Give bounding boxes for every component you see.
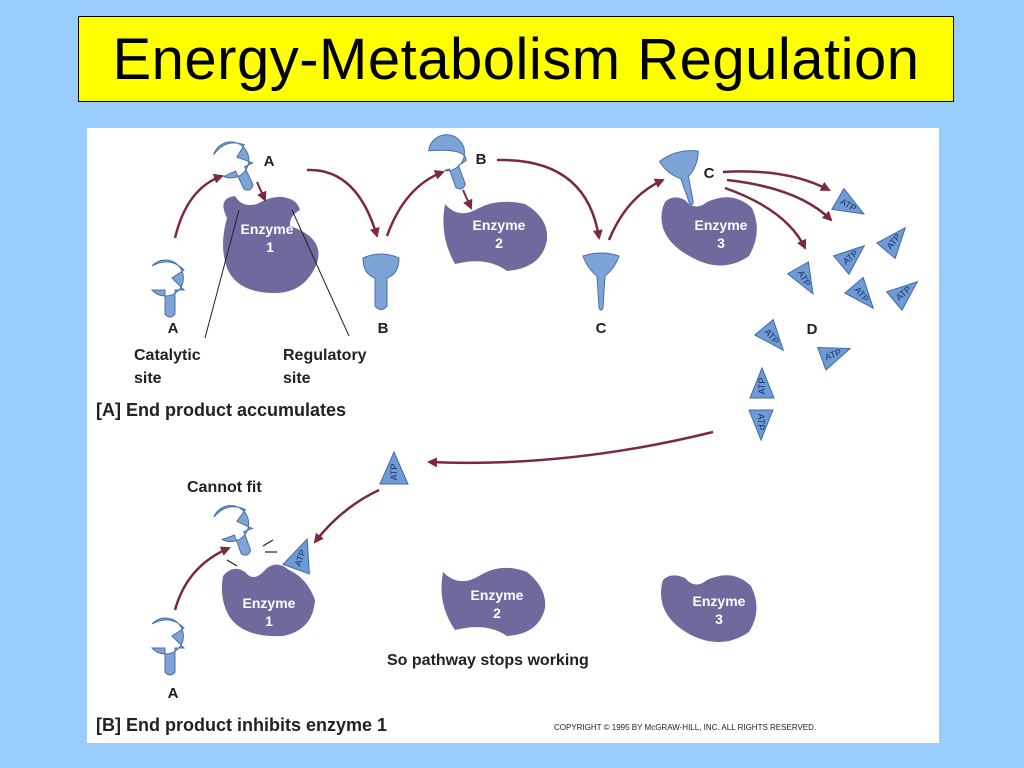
svg-text:ATP: ATP: [389, 464, 399, 481]
cannot-fit-mark: [262, 539, 274, 547]
arrow-enzyme2-to-c: [496, 158, 603, 240]
atp-icon: ATP: [885, 280, 919, 312]
substrate-c-top: [658, 150, 699, 206]
atp-feedback: ATP: [379, 450, 409, 485]
label-d: D: [807, 321, 818, 338]
label-c-top: C: [704, 165, 715, 182]
substrate-a-top: [213, 141, 255, 191]
caption-a: [A] End product accumulates: [96, 400, 346, 420]
cannot-fit-label: Cannot fit: [187, 479, 262, 496]
atp-icon: ATP: [831, 187, 866, 215]
enzyme1-b-label: Enzyme: [243, 595, 296, 611]
arrow-atp-to-enzyme1: [313, 488, 380, 544]
atp-icon: ATP: [748, 409, 774, 442]
enzyme-2-idle: Enzyme 2: [441, 567, 546, 636]
label-b-bottom: B: [378, 320, 389, 337]
enzyme3-b-number: 3: [715, 611, 723, 627]
enzyme3-b-label: Enzyme: [693, 593, 746, 609]
atp-icon: ATP: [875, 226, 907, 260]
diagram-panel: Enzyme 1 A A B Catalytic site Regulatory…: [87, 128, 939, 743]
title-box: Energy-Metabolism Regulation: [78, 16, 954, 102]
enzyme-2: Enzyme 2: [443, 201, 548, 271]
atp-icon: ATP: [832, 244, 866, 276]
pathway-stops-label: So pathway stops working: [387, 652, 589, 669]
catalytic-site-line2: site: [134, 370, 162, 387]
substrate-a-b-molecule: [150, 617, 186, 676]
atp-bound-regulatory: ATP: [282, 537, 310, 575]
enzyme-1-inhibited: Enzyme 1: [221, 564, 315, 637]
atp-icon: ATP: [843, 276, 875, 310]
arrow-a-to-enzyme1: [173, 173, 224, 239]
atp-icon: ATP: [786, 261, 814, 296]
enzyme1-number: 1: [266, 239, 274, 255]
enzyme-3-idle: Enzyme 3: [661, 575, 757, 643]
regulatory-pointer: [291, 209, 350, 337]
arrow-c-to-atp-3: [724, 186, 807, 250]
catalytic-pointer: [204, 209, 240, 339]
arrow-b-to-enzyme2: [385, 170, 445, 237]
substrate-c-molecule: [582, 252, 620, 311]
svg-text:ATP: ATP: [756, 414, 766, 431]
label-a-top: A: [264, 153, 275, 170]
enzyme-1: Enzyme 1: [223, 196, 319, 293]
atp-cluster: ATP ATP ATP ATP ATP ATP: [786, 187, 919, 312]
enzyme2-label: Enzyme: [473, 217, 526, 233]
substrate-a-molecule: [150, 259, 186, 318]
atp-d-group: ATP ATP ATP ATP: [748, 318, 852, 442]
label-a-bottom: A: [168, 320, 179, 337]
caption-b: [B] End product inhibits enzyme 1: [96, 715, 387, 735]
enzyme2-b-label: Enzyme: [471, 587, 524, 603]
arrow-c-to-atp-1: [722, 170, 831, 192]
slide-title: Energy-Metabolism Regulation: [112, 26, 920, 92]
arrow-a-to-enzyme1-b: [173, 546, 231, 611]
atp-icon: ATP: [749, 366, 775, 399]
arrow-a-binding: [256, 181, 267, 202]
atp-icon: ATP: [817, 346, 852, 371]
regulatory-site-line1: Regulatory: [283, 347, 367, 364]
arrow-c-to-atp-2: [726, 178, 833, 222]
atp-icon: ATP: [753, 318, 785, 352]
enzyme1-label: Enzyme: [241, 221, 294, 237]
regulatory-site-line2: site: [283, 370, 311, 387]
enzyme3-label: Enzyme: [695, 217, 748, 233]
catalytic-site-line1: Catalytic: [134, 347, 201, 364]
enzyme1-b-number: 1: [265, 613, 273, 629]
arrow-b-binding: [462, 189, 473, 210]
copyright-notice: COPYRIGHT © 1995 BY McGRAW-HILL, INC. AL…: [554, 723, 816, 732]
enzyme2-b-number: 2: [493, 605, 501, 621]
arrow-enzyme1-to-b: [306, 168, 380, 238]
substrate-b-molecule: [362, 253, 400, 310]
enzyme-3: Enzyme 3: [661, 197, 757, 266]
substrate-a-blocked: [213, 505, 254, 556]
enzyme2-number: 2: [495, 235, 503, 251]
label-b-top: B: [476, 151, 487, 168]
cannot-fit-mark: [226, 559, 238, 567]
arrow-c-to-enzyme3: [607, 178, 665, 241]
substrate-b-top: [428, 134, 467, 190]
label-c-bottom: C: [596, 320, 607, 337]
feedback-arrow: [427, 430, 714, 468]
enzyme3-number: 3: [717, 235, 725, 251]
svg-text:ATP: ATP: [757, 378, 767, 395]
label-a-b: A: [168, 685, 179, 702]
pathway-diagram: Enzyme 1 A A B Catalytic site Regulatory…: [96, 134, 919, 735]
